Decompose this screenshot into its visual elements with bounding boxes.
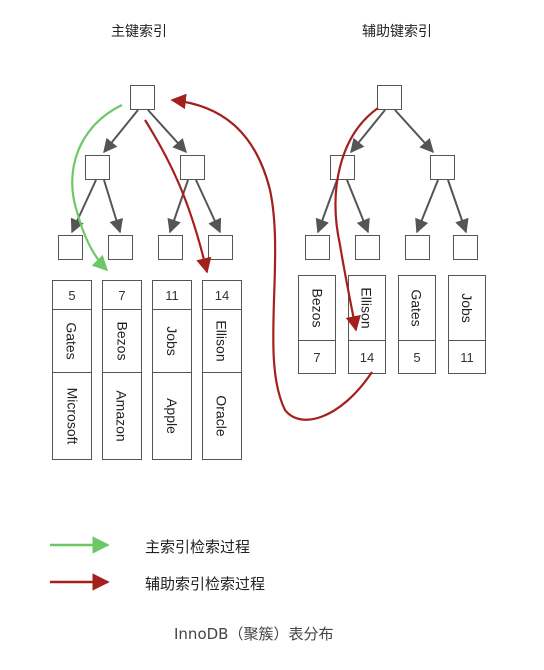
secondary-leaf-pointer-node <box>453 235 478 260</box>
name-cell: Gates <box>52 309 92 373</box>
edge <box>447 179 469 234</box>
primary-key-ref-cell: 5 <box>398 340 436 374</box>
secondary-root-node <box>377 85 402 110</box>
legend-secondary-label: 辅助索引检索过程 <box>145 575 266 593</box>
primary-root-node <box>130 85 155 110</box>
secondary-leaf-pointer-node <box>405 235 430 260</box>
edge <box>394 109 434 154</box>
secondary-internal-node <box>430 155 455 180</box>
company-cell: Microsoft <box>52 372 92 460</box>
primary-key-ref-cell: 11 <box>448 340 486 374</box>
primary-index-title: 主键索引 <box>111 24 167 40</box>
name-cell: Jobs <box>448 275 486 341</box>
primary-key-cell: 5 <box>52 280 92 310</box>
name-cell: Gates <box>398 275 436 341</box>
edge <box>415 179 439 234</box>
company-cell: Amazon <box>102 372 142 460</box>
legend-primary-label: 主索引检索过程 <box>145 538 251 556</box>
diagram-caption: InnoDB（聚簇）表分布 <box>174 625 334 643</box>
name-cell: Bezos <box>102 309 142 373</box>
secondary-index-title: 辅助键索引 <box>362 24 432 40</box>
primary-key-cell: 7 <box>102 280 142 310</box>
